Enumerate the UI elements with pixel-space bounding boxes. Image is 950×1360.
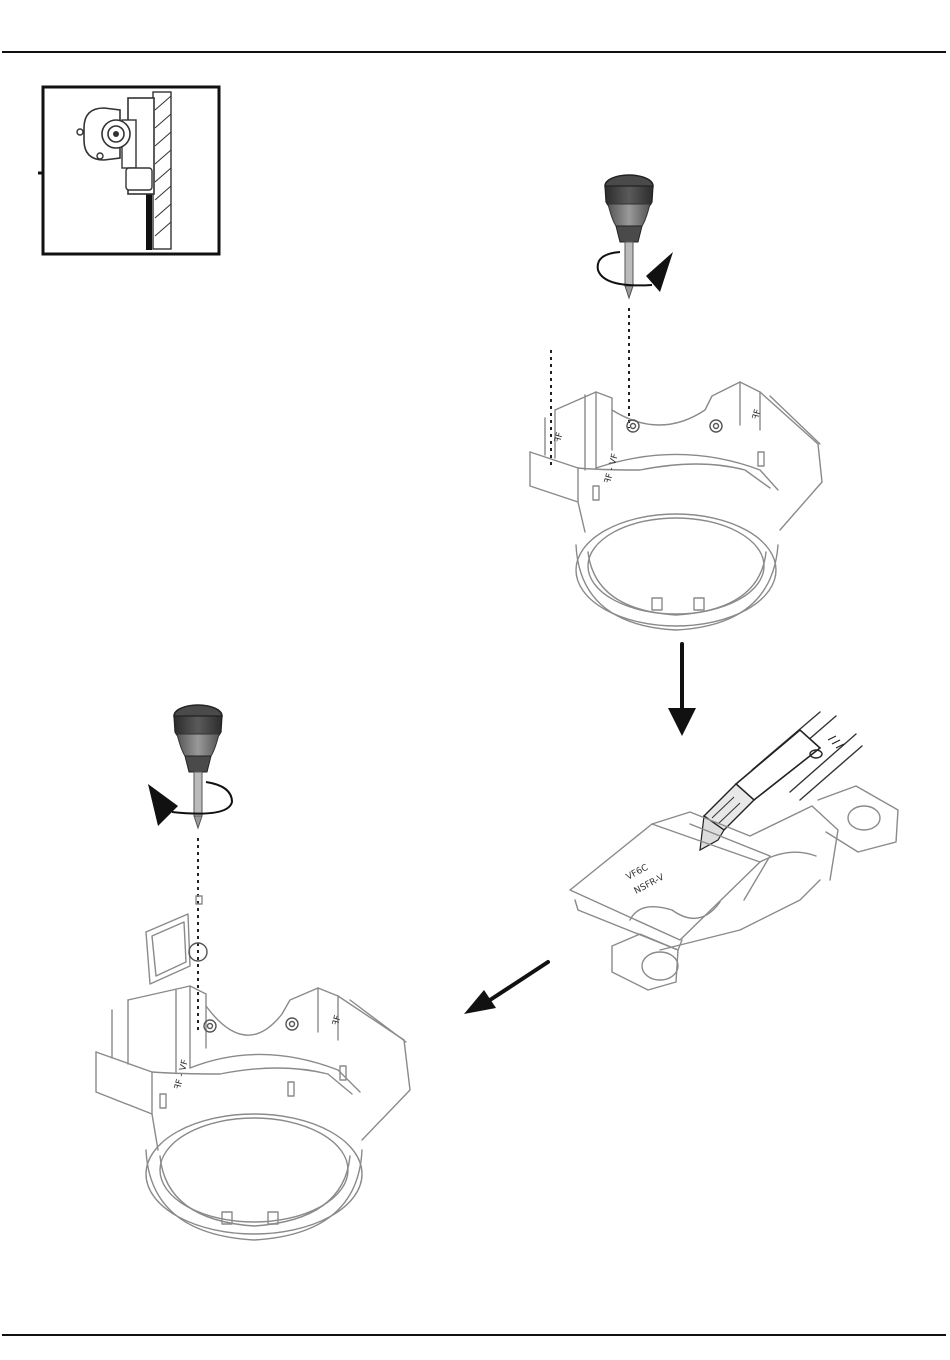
embossed-label: ꟻF - VF [603, 453, 621, 485]
rotate-clockwise-icon [598, 252, 673, 292]
ceiling-mount-top: ꟻF ꟻF - VF ꟻF [530, 382, 822, 630]
rotate-counter-clockwise-icon [148, 782, 232, 826]
ceiling-mount-bottom: ꟻF - VF ꟻF [96, 986, 410, 1240]
embossed-label: ꟻF [553, 431, 565, 444]
arrow-down-left-icon [464, 962, 548, 1014]
screwdriver-icon [174, 705, 222, 828]
arrow-down-icon [668, 644, 696, 736]
wall-mount-side-view-icon [38, 87, 219, 254]
screwdriver-icon [605, 175, 653, 298]
embossed-label: ꟻF [331, 1014, 343, 1027]
embossed-label: ꟻF [751, 408, 763, 421]
